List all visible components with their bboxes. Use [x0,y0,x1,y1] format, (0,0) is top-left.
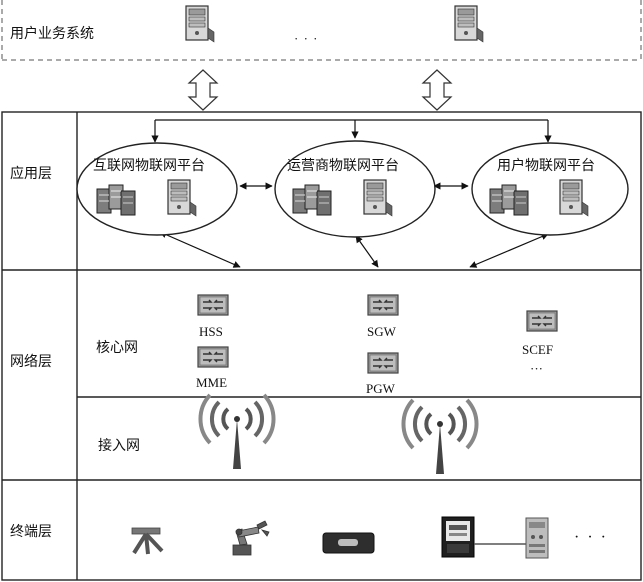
platform-links [151,119,552,268]
platform-user [471,142,629,236]
router-icon [526,310,558,332]
survey-tripod-icon [131,527,164,555]
hss-label: HSS [199,324,223,339]
double-arrow-icon [422,69,452,111]
terminal-layer-label: 终端层 [10,524,52,540]
router-icon [367,352,399,374]
sgw-label: SGW [367,324,396,339]
network-layer-label: 网络层 [10,354,52,370]
core-network-label: 核心网 [96,340,138,356]
pgw-label: PGW [366,381,395,396]
platform-internet [76,142,238,236]
router-icon [197,346,229,368]
business-system-label: 用户业务系统 [10,26,94,42]
sensor-module-icon [322,532,375,554]
router-icon [197,294,229,316]
application-layer-label: 应用层 [10,166,52,182]
platform-operator-label: 运营商物联网平台 [287,158,399,174]
electric-meter-icon [441,516,526,558]
business-ellipsis: · · · [294,31,319,46]
robot-arm-icon [232,520,270,556]
scef-label: SCEF [522,342,554,357]
scef-more-label: ··· [530,361,543,376]
platform-user-label: 用户物联网平台 [497,158,595,174]
platform-operator [274,140,436,238]
business-system-box [1,0,642,61]
access-network-label: 接入网 [98,438,140,454]
control-panel-icon [525,517,549,559]
server-icon [454,5,484,43]
router-icon [367,294,399,316]
antenna-icon [198,393,276,471]
double-arrow-icon [188,69,218,111]
antenna-icon [401,398,479,476]
platform-internet-label: 互联网物联网平台 [93,158,205,174]
mme-label: MME [196,375,228,390]
server-icon [185,5,215,43]
terminal-ellipsis: · · · [574,529,608,546]
